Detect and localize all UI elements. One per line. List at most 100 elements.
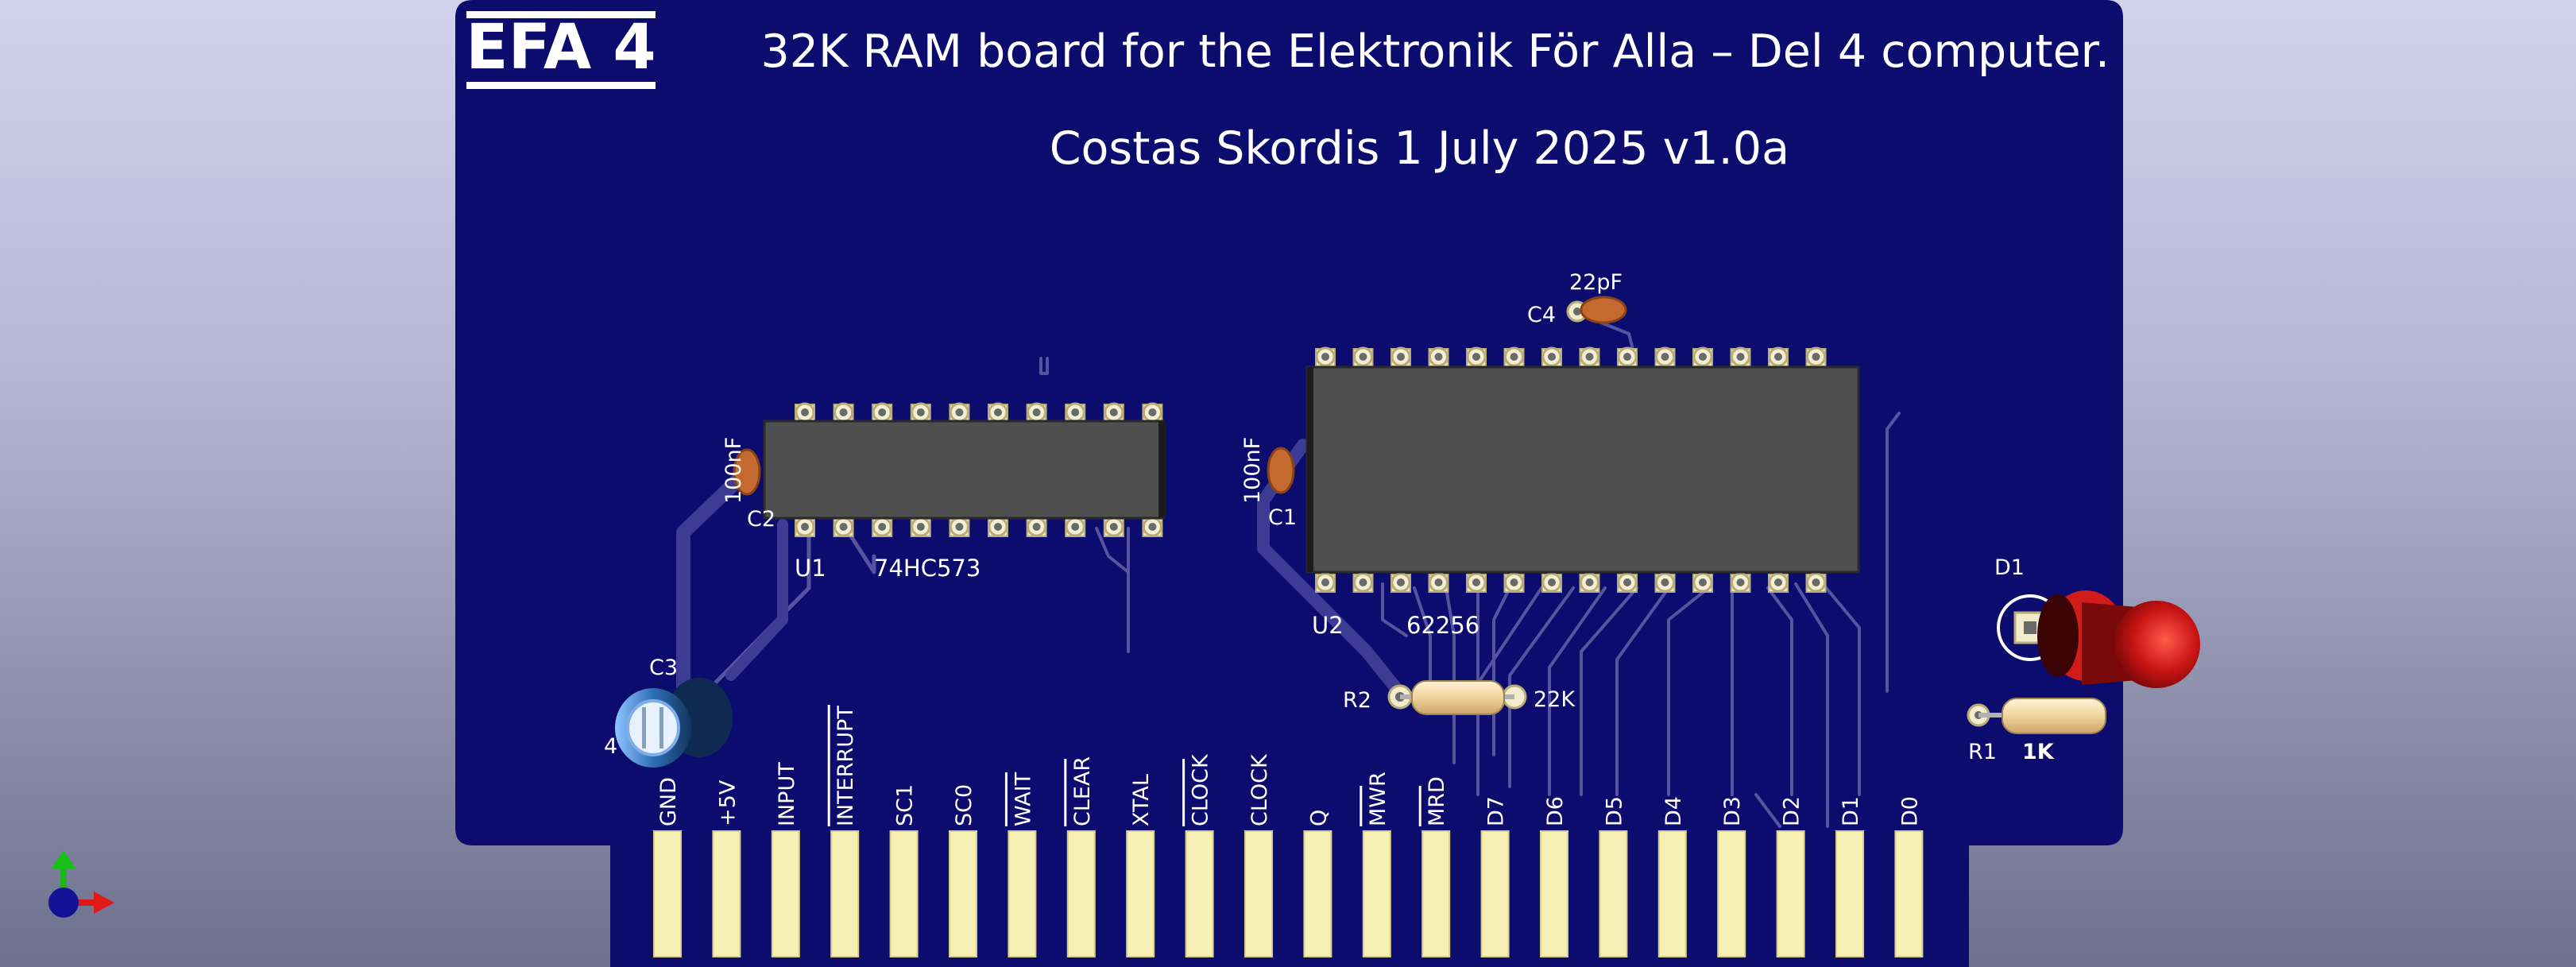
c1-reference: C1 bbox=[1268, 505, 1297, 530]
edge-label: D2 bbox=[1780, 796, 1804, 826]
u1-pin bbox=[988, 402, 1008, 423]
u1-pin bbox=[795, 516, 815, 537]
u2-pin bbox=[1390, 346, 1411, 367]
u1-pin bbox=[795, 402, 815, 423]
u1-pin bbox=[1065, 516, 1086, 537]
gold-finger bbox=[1008, 830, 1037, 957]
u2-pin bbox=[1730, 346, 1751, 367]
gold-finger bbox=[830, 830, 860, 957]
edge-label: INTERRUPT bbox=[834, 706, 858, 826]
gold-finger bbox=[1185, 830, 1214, 957]
gold-finger bbox=[1835, 830, 1864, 957]
capacitor-c4 bbox=[1566, 296, 1627, 324]
gold-finger bbox=[771, 830, 800, 957]
u2-pin bbox=[1579, 346, 1600, 367]
u1-pin bbox=[833, 402, 854, 423]
u2-pin bbox=[1352, 572, 1374, 593]
u2-pin bbox=[1654, 346, 1676, 367]
ic-u2-body bbox=[1305, 366, 1860, 574]
c2-reference: C2 bbox=[747, 507, 776, 532]
gold-finger bbox=[1717, 830, 1746, 957]
edge-label: D7 bbox=[1484, 796, 1509, 826]
gold-finger bbox=[1480, 830, 1510, 957]
edge-label: CLEAR bbox=[1070, 756, 1095, 826]
gold-finger bbox=[1362, 830, 1391, 957]
edge-label: D1 bbox=[1839, 796, 1863, 826]
edge-label: GND bbox=[656, 777, 681, 826]
gold-finger bbox=[1776, 830, 1805, 957]
gold-finger bbox=[712, 830, 741, 957]
u1-pin bbox=[988, 516, 1008, 537]
u1-pin bbox=[910, 516, 931, 537]
edge-label: D5 bbox=[1602, 796, 1626, 826]
copper-traces bbox=[676, 316, 1901, 828]
u2-pin bbox=[1541, 346, 1562, 367]
u1-reference: U1 bbox=[795, 555, 826, 582]
u2-reference: U2 bbox=[1312, 612, 1344, 639]
u1-pin bbox=[872, 402, 893, 423]
edge-label: +5V bbox=[715, 779, 740, 826]
gold-finger bbox=[949, 830, 977, 957]
u1-pin bbox=[949, 402, 970, 423]
u2-pin bbox=[1768, 572, 1789, 593]
u2-value: 62256 bbox=[1406, 612, 1479, 639]
u1-pin bbox=[910, 402, 931, 423]
edge-label: MRD bbox=[1425, 776, 1449, 826]
u2-pin bbox=[1654, 572, 1676, 593]
u2-pin bbox=[1730, 572, 1751, 593]
u1-pin bbox=[949, 516, 970, 537]
u2-pin bbox=[1315, 346, 1336, 367]
u1-pin bbox=[1026, 402, 1047, 423]
edge-label: CLOCK bbox=[1189, 753, 1213, 826]
r2-reference: R2 bbox=[1343, 688, 1371, 713]
u1-pin bbox=[872, 516, 893, 537]
d1-reference: D1 bbox=[1994, 555, 2025, 580]
u2-pin bbox=[1692, 346, 1713, 367]
u1-pin bbox=[833, 516, 854, 537]
u2-pin bbox=[1466, 572, 1487, 593]
edge-label: XTAL bbox=[1129, 774, 1154, 826]
u2-pin bbox=[1466, 346, 1487, 367]
gold-finger bbox=[1599, 830, 1628, 957]
board-title: 32K RAM board for the Elektronik För All… bbox=[760, 25, 2110, 78]
gold-finger bbox=[1421, 830, 1451, 957]
led-d1 bbox=[1997, 590, 2200, 688]
svg-text:EFA 4: EFA 4 bbox=[466, 12, 656, 83]
u1-pin bbox=[1026, 516, 1047, 537]
u2-pin bbox=[1579, 572, 1600, 593]
edge-label: D4 bbox=[1661, 796, 1686, 826]
gold-finger bbox=[1657, 830, 1687, 957]
u2-pin bbox=[1503, 572, 1525, 593]
u2-pin bbox=[1805, 346, 1827, 367]
r1-value: 1K bbox=[2022, 740, 2055, 764]
u2-pin bbox=[1617, 346, 1638, 367]
gold-finger bbox=[653, 830, 682, 957]
capacitor-c2 bbox=[733, 448, 761, 496]
c1-value: 100nF bbox=[1240, 437, 1265, 504]
u2-pin bbox=[1315, 572, 1336, 593]
edge-label: Q bbox=[1306, 810, 1331, 826]
ic-u1-body bbox=[763, 420, 1166, 520]
r1-reference: R1 bbox=[1968, 740, 1997, 764]
u2-pin bbox=[1428, 572, 1449, 593]
u2-pin bbox=[1617, 572, 1638, 593]
r2-value: 22K bbox=[1534, 687, 1576, 712]
edge-label: SC0 bbox=[952, 784, 977, 826]
ic-u2 bbox=[1315, 346, 1827, 593]
u1-pin bbox=[1103, 402, 1124, 423]
gold-finger bbox=[1894, 830, 1924, 957]
axis-gizmo-icon bbox=[48, 850, 114, 918]
c3-value: 4 bbox=[604, 734, 617, 759]
resistor-r1 bbox=[1967, 698, 2106, 734]
u1-pin bbox=[1142, 516, 1163, 537]
c3-reference: C3 bbox=[649, 656, 678, 680]
edge-label: D0 bbox=[1897, 796, 1922, 826]
capacitor-c3 bbox=[615, 678, 733, 768]
c4-value: 22pF bbox=[1569, 270, 1623, 295]
u1-value: 74HC573 bbox=[874, 555, 981, 582]
u2-pin bbox=[1768, 346, 1789, 367]
edge-label: WAIT bbox=[1011, 772, 1035, 826]
u1-pin bbox=[1103, 516, 1124, 537]
gold-finger bbox=[889, 830, 919, 957]
